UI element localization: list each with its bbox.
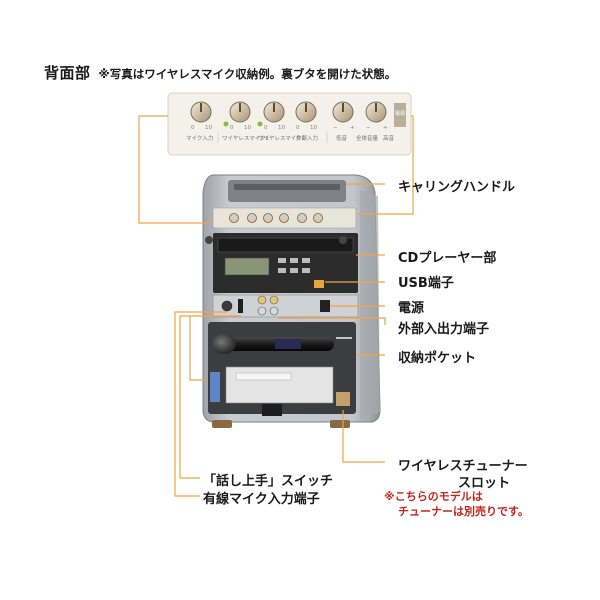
callout-wireless-tuner-line1: ワイヤレスチューナー bbox=[398, 459, 528, 474]
figure-heading: 背面部 ※写真はワイヤレスマイク収納例。裏ブタを開けた状態。 bbox=[44, 62, 396, 83]
callout-cd-player: CDプレーヤー部 bbox=[398, 251, 497, 266]
tone-plus-1: + bbox=[350, 125, 355, 131]
pa-speaker-unit bbox=[202, 174, 381, 428]
label-wireless-2: ワイヤレスマイク2 bbox=[258, 135, 305, 142]
dial-min-1: 0 bbox=[191, 125, 195, 131]
label-wireless-1: ワイヤレスマイク1 bbox=[222, 135, 269, 142]
dial-max-1: 10 bbox=[205, 125, 212, 131]
callout-external-io: 外部入出力端子 bbox=[398, 322, 490, 337]
callout-storage-pocket: 収納ポケット bbox=[398, 351, 477, 366]
tone-minus-1: − bbox=[333, 125, 338, 131]
dial-min-2: 0 bbox=[230, 125, 234, 131]
knob-master-volume bbox=[365, 101, 387, 123]
lcd-display bbox=[224, 257, 270, 276]
wireless-tuner-slot bbox=[225, 366, 334, 404]
photo-caption: ※写真はワイヤレスマイク収納例。裏ブタを開けた状態。 bbox=[98, 67, 397, 81]
dial-max-3: 10 bbox=[278, 125, 285, 131]
knob-external-input bbox=[295, 101, 317, 123]
dial-max-4: 10 bbox=[310, 125, 317, 131]
callout-wireless-tuner-line2: スロット bbox=[458, 476, 511, 491]
tone-plus-2: + bbox=[383, 125, 388, 131]
ac-inlet bbox=[262, 404, 282, 416]
knob-wireless-2 bbox=[263, 101, 285, 123]
tone-minus-2: − bbox=[366, 125, 371, 131]
handheld-microphone bbox=[212, 334, 352, 354]
section-title: 背面部 bbox=[44, 64, 91, 82]
power-switch bbox=[320, 300, 330, 312]
mic-jack bbox=[221, 300, 233, 312]
usb-port bbox=[314, 280, 324, 288]
leader-wired-mic bbox=[174, 311, 227, 497]
dial-min-3: 0 bbox=[264, 125, 268, 131]
knob-bass bbox=[332, 101, 354, 123]
speaking-switch bbox=[238, 299, 243, 313]
leader-control-panel-right bbox=[358, 115, 414, 215]
leader-speaking-switch bbox=[179, 315, 241, 479]
label-external-input: 外部入力 bbox=[296, 134, 318, 142]
power-tag bbox=[394, 103, 406, 127]
dial-min-4: 0 bbox=[296, 125, 300, 131]
led-indicator-1 bbox=[223, 121, 229, 127]
label-treble: 高音 bbox=[383, 134, 395, 142]
knob-wireless-1 bbox=[229, 101, 251, 123]
switch-module bbox=[210, 372, 220, 402]
leader-tuner-slot bbox=[342, 410, 385, 463]
leader-control-panel-left bbox=[138, 115, 210, 224]
callout-usb-port: USB端子 bbox=[398, 276, 454, 291]
power-tag-text: 電源 bbox=[395, 110, 405, 117]
rca-jacks bbox=[257, 295, 279, 316]
leader-external-io bbox=[278, 317, 386, 325]
callout-power: 電源 bbox=[398, 301, 425, 316]
callout-wired-mic-input: 有線マイク入力端子 bbox=[203, 492, 320, 507]
led-indicator-2 bbox=[257, 121, 263, 127]
tuner-note-line1: ※こちらのモデルは bbox=[384, 490, 483, 503]
label-bass: 低音 bbox=[336, 134, 348, 142]
tuner-note-line2: チューナーは別売りです。 bbox=[398, 505, 529, 518]
label-mic-input: マイク入力 bbox=[186, 134, 213, 142]
callout-speaking-switch: 「話し上手」スイッチ bbox=[203, 474, 334, 489]
dial-max-2: 10 bbox=[244, 125, 251, 131]
knob-mic-input bbox=[190, 101, 212, 123]
leader-module bbox=[189, 316, 205, 381]
callout-carrying-handle: キャリングハンドル bbox=[398, 180, 516, 195]
callout-leader-lines bbox=[138, 115, 414, 497]
carrying-handle bbox=[228, 180, 346, 202]
control-panel-inset: 電源 0 10 0 10 0 10 0 10 − + − + マイク入力 ワイヤ… bbox=[167, 92, 412, 156]
label-master-volume: 全体音量 bbox=[356, 134, 379, 142]
